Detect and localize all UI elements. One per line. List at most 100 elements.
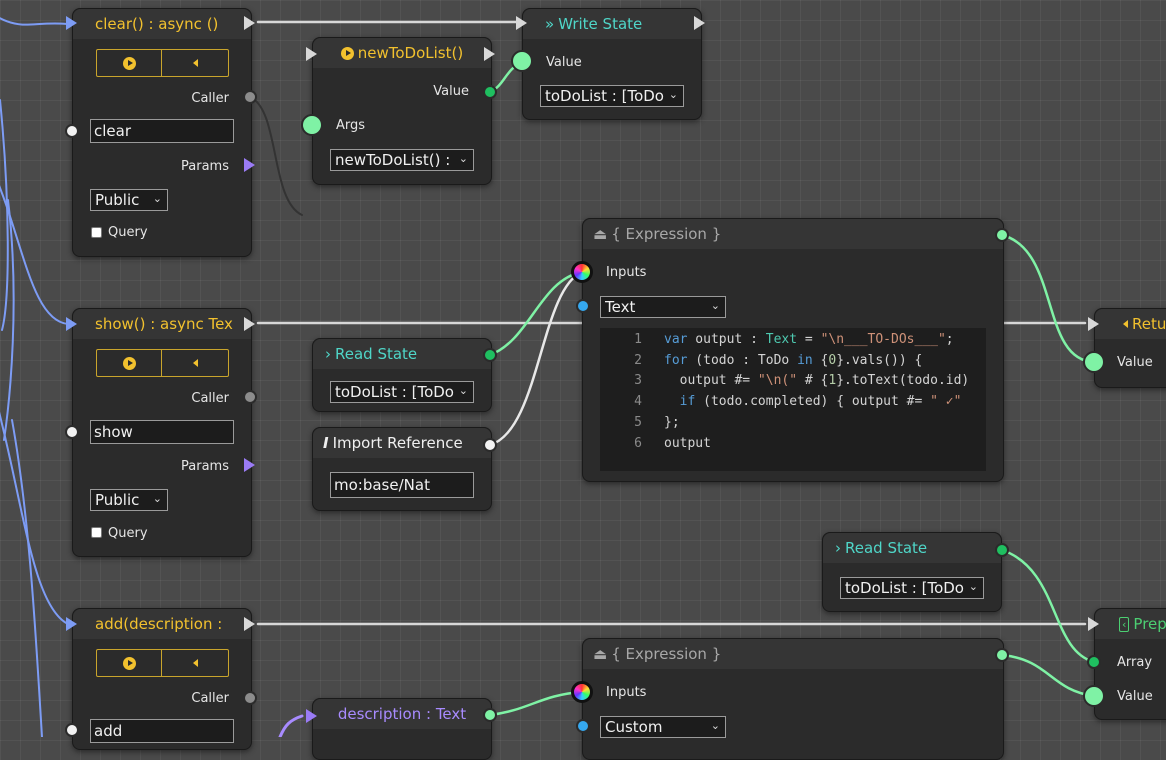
node-header[interactable]: Retu [1095, 309, 1166, 339]
caller-pin[interactable] [243, 90, 257, 104]
node-header[interactable]: ⏏ { Expression } [583, 219, 1003, 249]
flow-out-pin[interactable] [484, 47, 495, 61]
value-label: Value [1117, 355, 1153, 370]
name-pin[interactable] [65, 425, 79, 439]
node-header[interactable]: description : Text [313, 699, 491, 729]
node-header[interactable]: newToDoList() [313, 38, 491, 68]
select-value: toDoList : [ToDo [845, 579, 964, 597]
function-node-show[interactable]: show() : async Tex Caller Params Public⌄… [72, 308, 252, 557]
node-header[interactable]: clear() : async () [73, 9, 251, 39]
expression-node[interactable]: ⏏ { Expression } Inputs Text⌄ 1 var outp… [582, 218, 1004, 482]
params-label: Params [181, 459, 229, 474]
state-select[interactable]: toDoList : [ToDo⌄ [330, 381, 474, 403]
write-state-node[interactable]: » Write State Value toDoList : [ToDo⌄ [522, 8, 702, 120]
read-state-node[interactable]: › Read State toDoList : [ToDo⌄ [312, 338, 492, 412]
flow-out-pin[interactable] [244, 16, 255, 30]
node-header[interactable]: I Import Reference [313, 428, 491, 458]
node-header[interactable]: ‹ Prep [1095, 609, 1166, 639]
inputs-pin[interactable] [571, 261, 593, 283]
chevron-down-icon: ⌄ [152, 492, 162, 505]
function-node-clear[interactable]: clear() : async () Caller Params Public⌄… [72, 8, 252, 257]
visibility-select[interactable]: Public⌄ [90, 489, 168, 511]
function-name-input[interactable] [90, 119, 234, 143]
node-title: add(description : [95, 615, 223, 633]
flow-in-pin[interactable] [516, 16, 527, 30]
value-out-pin[interactable] [483, 708, 497, 722]
prepend-node[interactable]: ‹ Prep Array Value [1094, 608, 1166, 720]
function-select[interactable]: newToDoList() : ⌄ [330, 149, 474, 171]
visibility-select[interactable]: Public⌄ [90, 189, 168, 211]
value-out-pin[interactable] [483, 85, 497, 99]
value-in-pin[interactable] [511, 50, 533, 72]
flow-out-pin[interactable] [694, 16, 705, 30]
query-checkbox[interactable] [91, 527, 102, 538]
text-cursor-icon: I [323, 434, 329, 452]
node-header[interactable]: add(description : [73, 609, 251, 639]
import-path-input[interactable] [330, 472, 474, 498]
node-header[interactable]: » Write State [523, 9, 701, 39]
args-in-pin[interactable] [301, 114, 323, 136]
expression-out-pin[interactable] [995, 648, 1009, 662]
node-header[interactable]: › Read State [313, 339, 491, 369]
array-in-pin[interactable] [1087, 655, 1101, 669]
node-header[interactable]: ⏏ { Expression } [583, 639, 1003, 669]
flow-in-pin[interactable] [306, 47, 317, 61]
caller-label: Caller [191, 691, 229, 706]
flow-in-pin[interactable] [66, 617, 77, 631]
params-pin[interactable] [244, 158, 255, 172]
state-select[interactable]: toDoList : [ToDo⌄ [540, 85, 684, 107]
name-pin[interactable] [65, 124, 79, 138]
run-button[interactable] [97, 350, 162, 376]
node-title: { Expression } [611, 225, 722, 243]
code-editor[interactable]: 1 var output : Text = "\n___TO-DOs___"; … [600, 328, 986, 471]
value-label: Value [1117, 689, 1153, 704]
run-button[interactable] [97, 650, 162, 676]
select-value: newToDoList() : [335, 151, 451, 169]
type-pin[interactable] [576, 299, 590, 313]
parameter-node[interactable]: description : Text [312, 698, 492, 760]
caret-left-icon [1123, 320, 1128, 328]
caller-pin[interactable] [243, 390, 257, 404]
expression-node[interactable]: ⏏ { Expression } Inputs Custom⌄ [582, 638, 1004, 760]
node-header[interactable]: show() : async Tex [73, 309, 251, 339]
line-number: 1 [634, 332, 642, 347]
run-button[interactable] [97, 50, 162, 76]
type-pin[interactable] [576, 719, 590, 733]
collapse-button[interactable] [162, 650, 228, 676]
flow-in-pin[interactable] [66, 317, 77, 331]
function-node-add[interactable]: add(description : Caller [72, 608, 252, 750]
select-value: Custom [605, 718, 663, 736]
call-node-new-todo-list[interactable]: newToDoList() Value Args newToDoList() :… [312, 37, 492, 185]
value-in-pin[interactable] [1083, 685, 1105, 707]
function-name-input[interactable] [90, 719, 234, 743]
collapse-button[interactable] [162, 50, 228, 76]
params-pin[interactable] [244, 458, 255, 472]
inputs-pin[interactable] [571, 681, 593, 703]
caller-pin[interactable] [243, 691, 257, 705]
node-title: Prep [1133, 615, 1166, 633]
node-header[interactable]: › Read State [823, 533, 1001, 563]
value-out-pin[interactable] [995, 543, 1009, 557]
node-title: description : Text [337, 705, 467, 723]
function-name-input[interactable] [90, 420, 234, 444]
flow-in-pin[interactable] [1088, 317, 1099, 331]
return-type-select[interactable]: Text⌄ [600, 296, 726, 318]
state-select[interactable]: toDoList : [ToDo⌄ [840, 577, 984, 599]
import-reference-node[interactable]: I Import Reference [312, 427, 492, 511]
return-type-select[interactable]: Custom⌄ [600, 716, 726, 738]
collapse-button[interactable] [162, 350, 228, 376]
return-node[interactable]: Retu Value [1094, 308, 1166, 388]
flow-in-pin[interactable] [66, 16, 77, 30]
name-pin[interactable] [65, 723, 79, 737]
expression-out-pin[interactable] [995, 228, 1009, 242]
value-in-pin[interactable] [1083, 351, 1105, 373]
value-out-pin[interactable] [483, 348, 497, 362]
caret-left-icon [192, 659, 198, 667]
flow-out-pin[interactable] [244, 617, 255, 631]
reference-out-pin[interactable] [483, 438, 497, 452]
param-in-pin[interactable] [306, 709, 317, 723]
read-state-node[interactable]: › Read State toDoList : [ToDo⌄ [822, 532, 1002, 612]
flow-out-pin[interactable] [244, 317, 255, 331]
query-checkbox[interactable] [91, 227, 102, 238]
flow-in-pin[interactable] [1088, 617, 1099, 631]
